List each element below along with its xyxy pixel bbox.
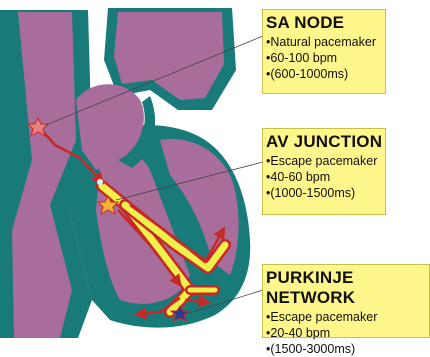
purkinje-network-title: PURKINJE NETWORK (266, 268, 429, 308)
purkinje-network-callout: PURKINJE NETWORK •Escape pacemaker •20-4… (262, 264, 430, 338)
purkinje-line: •(1500-3000ms) (266, 341, 429, 357)
av-junction-line: •(1000-1500ms) (266, 185, 385, 201)
purkinje-line: •20-40 bpm (266, 325, 429, 341)
av-node-dot (97, 179, 103, 185)
sa-node-line: •60-100 bpm (266, 50, 385, 66)
sa-node-callout: SA NODE •Natural pacemaker •60-100 bpm •… (262, 9, 386, 94)
av-junction-line: •Escape pacemaker (266, 153, 385, 169)
sa-node-line: •Natural pacemaker (266, 34, 385, 50)
av-junction-title: AV JUNCTION (266, 132, 385, 152)
purkinje-line: •Escape pacemaker (266, 309, 429, 325)
sa-node-title: SA NODE (266, 13, 385, 33)
av-junction-callout: AV JUNCTION •Escape pacemaker •40-60 bpm… (262, 128, 386, 215)
av-junction-line: •40-60 bpm (266, 169, 385, 185)
sa-node-line: •(600-1000ms) (266, 66, 385, 82)
